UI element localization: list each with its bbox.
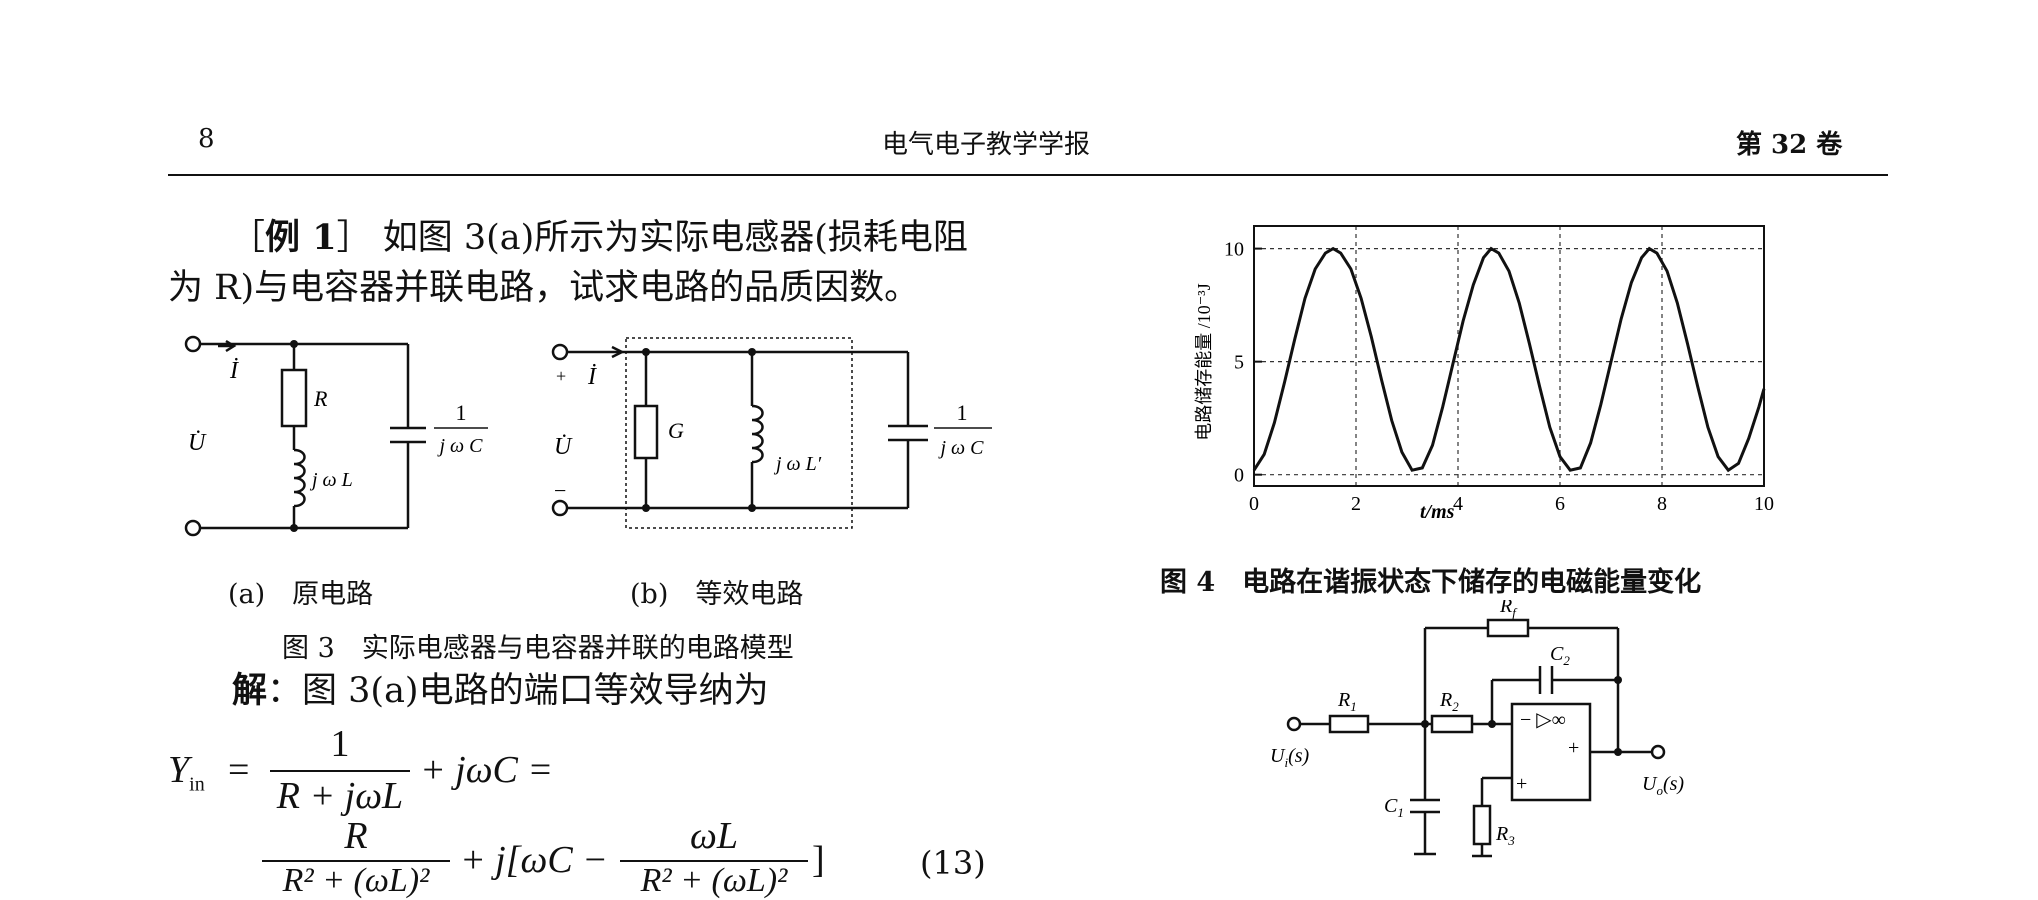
journal-title: 电气电子教学学报	[882, 130, 1091, 160]
figure-3-circuits: İ U̇ R j ω L 1 j ω C + İ U̇ − G j ω L′ 1…	[184, 335, 992, 537]
resistor-r-label: R	[313, 386, 328, 411]
eq-frac3-den: R² + (ωL)²	[640, 862, 788, 899]
filter-wires	[1286, 618, 1666, 858]
inductor-a-symbol	[293, 448, 306, 508]
example-bracket-open: ［	[230, 218, 266, 258]
conductance-g-label: G	[668, 418, 684, 443]
fig3-sub-a: (a) 原电路	[228, 579, 374, 610]
r3-label: R3	[1495, 823, 1515, 848]
equivalent-box	[625, 337, 853, 529]
inductor-a-label: j ω L	[309, 469, 353, 491]
solution-text: ：图 3(a)电路的端口等效导纳为	[267, 671, 769, 711]
eq-plus-jwc: + jωC =	[420, 749, 554, 791]
figure-4-chart: 0 2 4 6 8 10 0 5 10 t/ms 电路储存能量 /10⁻³J	[1194, 225, 1774, 523]
energy-series-line	[1252, 246, 1766, 473]
r1-symbol	[1328, 714, 1370, 734]
header-rule	[168, 174, 1888, 176]
example-line-1-text: ］ 如图 3(a)所示为实际电感器(损耗电阻	[336, 218, 968, 258]
eq-frac1-den: R + jωL	[276, 775, 404, 817]
fig3-caption: 图 3 实际电感器与电容器并联的电路模型	[282, 633, 794, 664]
minus-b-label: −	[554, 478, 566, 503]
eq-frac1-num: 1	[330, 723, 350, 765]
y-tick-label: 0	[1234, 465, 1244, 487]
fig4-caption: 图 4 电路在谐振状态下储存的电磁能量变化	[1160, 567, 1702, 598]
current-b-label: İ	[587, 364, 597, 390]
x-tick-label: 0	[1249, 493, 1259, 515]
r1-label: R1	[1337, 689, 1357, 714]
opamp-plus-out: +	[1568, 737, 1579, 759]
eq-lhs-subscript: in	[189, 773, 205, 796]
example-line-2: 为 R)与电容器并联电路，试求电路的品质因数。	[168, 268, 920, 308]
current-a-label: İ	[229, 358, 239, 384]
resistor-r-symbol	[280, 368, 308, 428]
circuit-b	[551, 337, 928, 529]
example-line-1: ［例 1］ 如图 3(a)所示为实际电感器(损耗电阻	[230, 213, 968, 263]
x-tick-label: 10	[1754, 493, 1774, 515]
figure-5-filter-circuit: Rf C2 R1 R2 C1 R3 Ui(s) Uo(s) − ▷∞ + +	[1270, 600, 1684, 858]
cap-b-denominator: j ω C	[937, 437, 984, 459]
r2-symbol	[1430, 714, 1474, 734]
inductor-b-label: j ω L′	[773, 453, 822, 475]
volume-label: 第 32 卷	[1736, 130, 1843, 160]
eq-frac2-bar	[262, 860, 450, 862]
c1-label: C1	[1384, 795, 1404, 820]
x-tick-label: 4	[1453, 493, 1463, 515]
r3-symbol	[1472, 804, 1492, 846]
output-label: Uo(s)	[1642, 773, 1684, 798]
x-tick-label: 2	[1351, 493, 1361, 515]
voltage-b-label: U̇	[554, 434, 573, 460]
chart-ticks: 0 2 4 6 8 10 0 5 10	[1224, 239, 1774, 515]
c2-label: C2	[1550, 643, 1570, 668]
y-axis-label: 电路储存能量 /10⁻³J	[1194, 283, 1214, 440]
eq-bracket-close: ]	[812, 839, 825, 881]
plot-frame	[1253, 225, 1765, 487]
input-label: Ui(s)	[1270, 745, 1310, 770]
x-tick-label: 8	[1657, 493, 1667, 515]
solution-label: 解	[232, 670, 268, 711]
plus-b-label: +	[556, 366, 566, 386]
x-axis-label: t/ms	[1420, 501, 1455, 523]
conductance-g-symbol	[633, 404, 659, 460]
r2-label: R2	[1439, 689, 1459, 714]
opamp-plus-in: +	[1516, 773, 1527, 795]
eq-number: (13)	[920, 844, 986, 882]
example-label: 例 1	[265, 217, 337, 258]
eq-frac1-bar	[270, 770, 410, 772]
solution-line: 解：图 3(a)电路的端口等效导纳为	[232, 666, 769, 716]
eq-frac3-num: ωL	[690, 815, 738, 857]
eq-lhs: Yin	[168, 748, 205, 797]
y-tick-label: 5	[1234, 352, 1244, 374]
cap-a-numerator: 1	[456, 400, 467, 425]
chart-grid	[1254, 226, 1764, 486]
rf-label: Rf	[1499, 600, 1518, 620]
opamp-label: − ▷∞	[1520, 709, 1566, 731]
x-tick-label: 6	[1555, 493, 1565, 515]
page-number: 8	[198, 124, 215, 154]
fig3-sub-b: (b) 等效电路	[630, 579, 804, 610]
y-tick-label: 10	[1224, 239, 1244, 261]
eq-lhs-symbol: Y	[168, 749, 190, 791]
cap-a-denominator: j ω C	[436, 435, 483, 457]
eq-frac3-bar	[620, 860, 808, 862]
inductor-b-symbol	[751, 404, 764, 464]
rf-symbol	[1486, 618, 1530, 638]
cap-b-numerator: 1	[957, 400, 968, 425]
eq-frac2-den: R² + (ωL)²	[282, 862, 430, 899]
voltage-a-label: U̇	[188, 430, 207, 456]
circuit-a	[184, 335, 426, 537]
eq-bracket-open: + j[ωC −	[460, 839, 608, 881]
eq-equals: =	[228, 749, 250, 791]
eq-frac2-num: R	[344, 815, 368, 857]
